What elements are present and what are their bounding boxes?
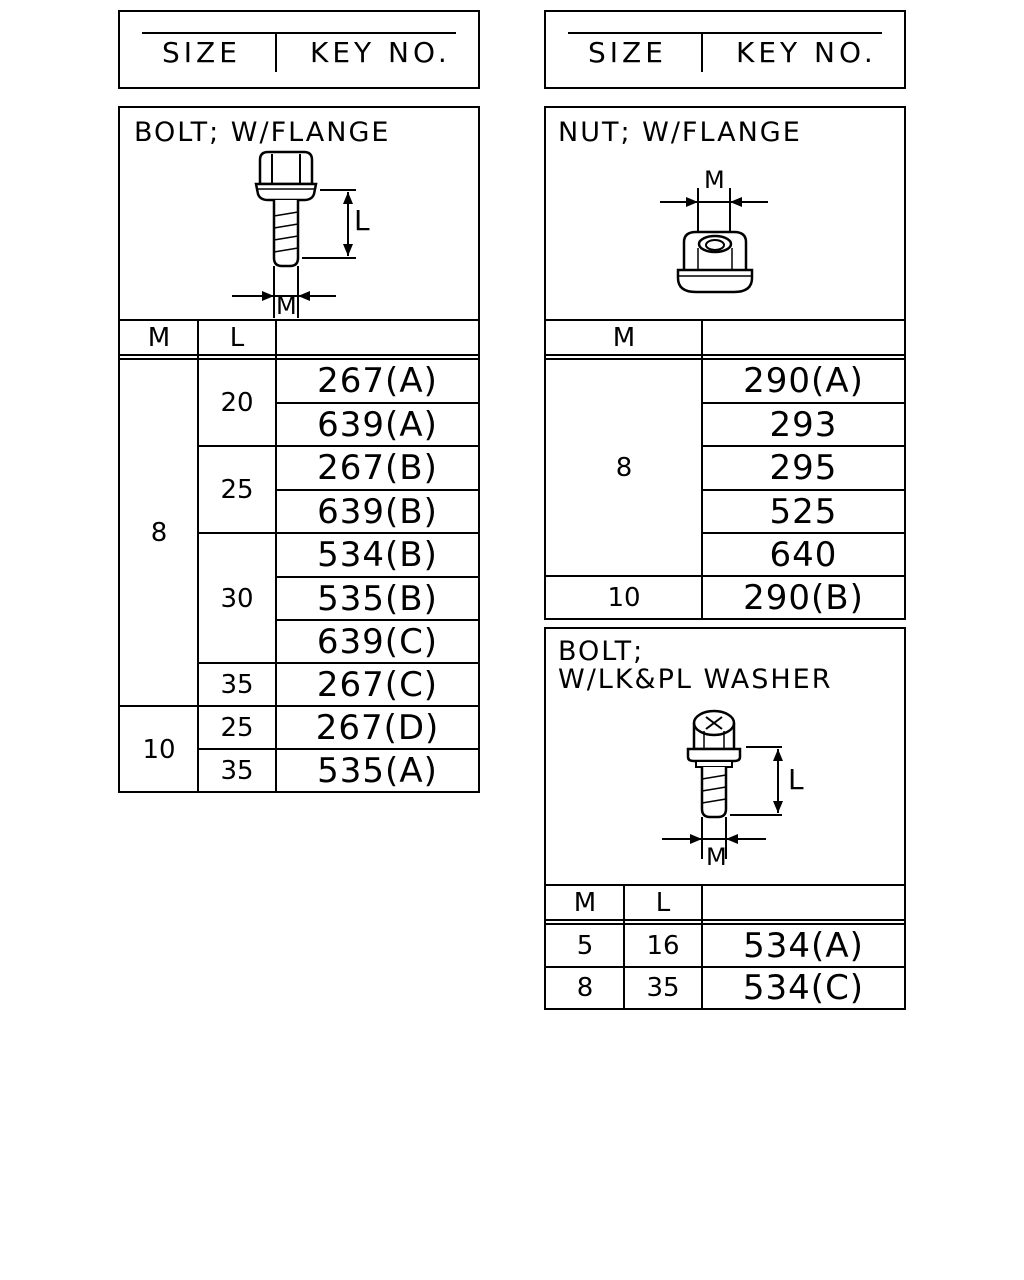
bolt-flange-panel: BOLT; W/FLANGE L M M L 8 10 <box>118 106 480 793</box>
header-rule <box>568 32 882 34</box>
key-no: 290(A) <box>743 361 864 401</box>
key-no: 295 <box>769 448 838 488</box>
col-l-header: L <box>229 323 245 353</box>
nut-flange-panel: NUT; W/FLANGE M M 8 10 290(A) 293 295 52… <box>544 106 906 620</box>
header-divider <box>275 32 277 72</box>
length-rule <box>199 532 478 534</box>
dim-m-label: M <box>706 843 727 871</box>
key-no: 267(D) <box>315 708 440 748</box>
row-rule <box>546 966 904 968</box>
flange-nut-illustration <box>660 188 768 294</box>
row-rule <box>703 402 904 404</box>
double-rule <box>546 354 904 356</box>
size-m: 5 <box>576 931 594 961</box>
key-no: 640 <box>769 535 838 575</box>
col-divider <box>701 319 703 618</box>
length-l: 35 <box>220 670 254 700</box>
double-rule <box>120 358 478 360</box>
key-no: 639(C) <box>316 622 439 662</box>
key-no: 267(B) <box>317 448 438 488</box>
dim-m-label: M <box>276 292 297 320</box>
size-m-8: 8 <box>615 453 633 483</box>
double-rule <box>546 923 904 925</box>
key-no: 290(B) <box>743 578 864 618</box>
dim-m-label: M <box>704 166 725 194</box>
col-divider <box>701 884 703 1008</box>
size-key-header-left: SIZE KEY NO. <box>118 10 480 89</box>
col-l-header: L <box>655 888 671 918</box>
bolt-washer-title-line2: W/LK&PL WASHER <box>558 664 833 695</box>
col-divider <box>623 884 625 1008</box>
key-no: 534(C) <box>742 968 865 1008</box>
key-no: 293 <box>769 405 838 445</box>
size-m-8: 8 <box>150 518 168 548</box>
group-rule <box>546 575 904 577</box>
key-no: 639(A) <box>317 405 438 445</box>
row-rule <box>277 489 478 491</box>
double-rule <box>546 919 904 921</box>
length-l: 20 <box>220 388 254 418</box>
size-m: 8 <box>576 973 594 1003</box>
dim-l-label: L <box>354 204 370 237</box>
length-l: 35 <box>220 756 254 786</box>
key-no: 535(A) <box>317 751 438 791</box>
row-rule <box>703 532 904 534</box>
washer-bolt-illustration <box>662 709 783 859</box>
length-rule <box>199 445 478 447</box>
size-label: SIZE <box>588 36 667 69</box>
key-no: 267(C) <box>316 665 439 705</box>
length-l: 25 <box>220 475 254 505</box>
length-l: 25 <box>220 713 254 743</box>
table-rule <box>546 884 904 886</box>
size-label: SIZE <box>162 36 241 69</box>
table-rule <box>120 319 478 321</box>
row-rule <box>703 445 904 447</box>
bolt-washer-panel: BOLT; W/LK&PL WASHER L M M L <box>544 627 906 1010</box>
col-m-header: M <box>612 323 636 353</box>
length-l: 16 <box>646 931 680 961</box>
double-rule <box>546 358 904 360</box>
dim-l-label: L <box>788 763 804 796</box>
bolt-flange-title: BOLT; W/FLANGE <box>134 117 391 148</box>
size-m-10: 10 <box>142 735 176 765</box>
row-rule <box>277 402 478 404</box>
key-no: 535(B) <box>317 579 438 619</box>
col-divider <box>197 319 199 791</box>
length-l: 35 <box>646 973 680 1003</box>
header-rule <box>142 32 456 34</box>
row-rule <box>277 619 478 621</box>
key-no-label: KEY NO. <box>310 36 451 69</box>
key-no: 639(B) <box>317 492 438 532</box>
double-rule <box>120 354 478 356</box>
key-no: 534(A) <box>743 926 864 966</box>
key-no: 525 <box>769 492 838 532</box>
nut-flange-title: NUT; W/FLANGE <box>558 117 802 148</box>
col-m-header: M <box>147 323 171 353</box>
row-rule <box>703 489 904 491</box>
group-rule <box>120 705 478 707</box>
bolt-washer-title-line1: BOLT; <box>558 636 645 667</box>
length-rule <box>199 662 478 664</box>
flange-bolt-illustration <box>232 150 356 318</box>
length-rule <box>199 748 478 750</box>
col-m-header: M <box>573 888 597 918</box>
table-rule <box>546 319 904 321</box>
row-rule <box>277 576 478 578</box>
key-no: 267(A) <box>317 361 438 401</box>
key-no-label: KEY NO. <box>736 36 877 69</box>
size-m-10: 10 <box>607 583 641 613</box>
header-divider <box>701 32 703 72</box>
length-l: 30 <box>220 583 254 614</box>
size-key-header-right: SIZE KEY NO. <box>544 10 906 89</box>
col-divider <box>275 319 277 791</box>
key-no: 534(B) <box>317 535 438 575</box>
